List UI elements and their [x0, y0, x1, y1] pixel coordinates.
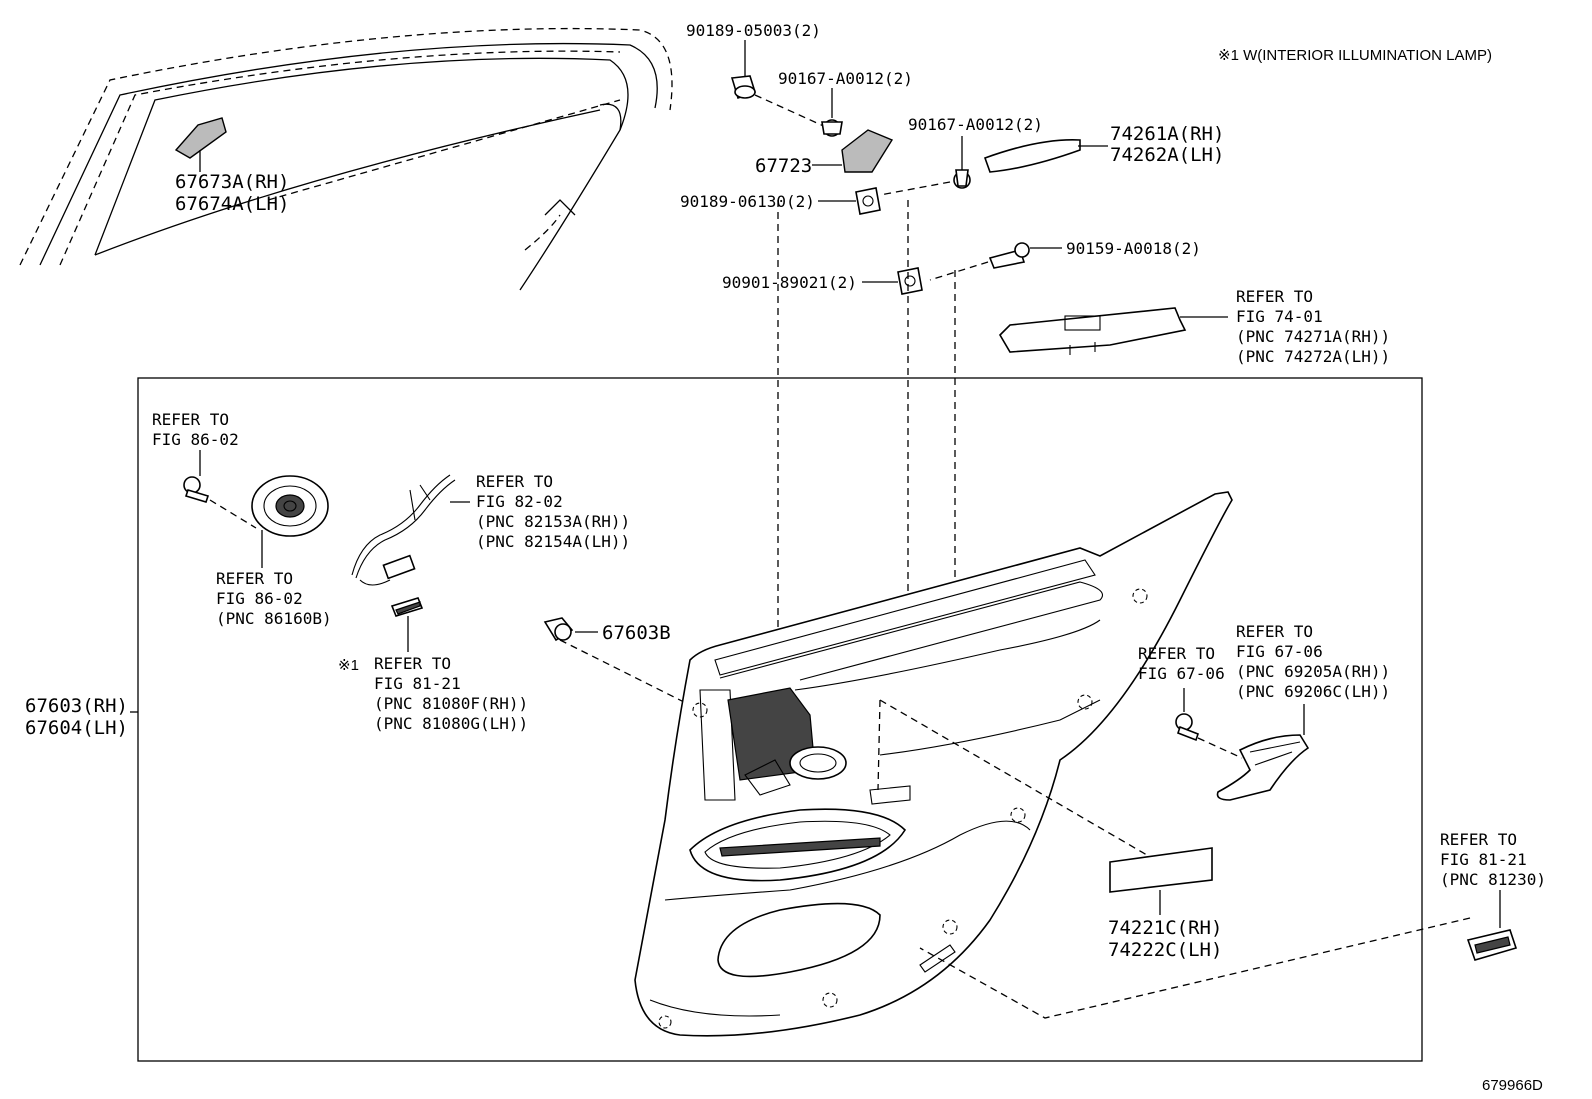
bracket-67723	[841, 129, 894, 173]
ref-fig-81-21-b: REFER TO FIG 81-21 (PNC 81230)	[1440, 830, 1546, 889]
screw-90167-a0012-a	[821, 119, 843, 137]
courtesy-lamp-81230	[1466, 929, 1518, 961]
pad-74221c	[1109, 847, 1213, 893]
labels: ※1 W(INTERIOR ILLUMINATION LAMP) 90189-0…	[25, 21, 1546, 1094]
label-74261a: 74261A(RH)	[1110, 123, 1224, 145]
handle-screw	[1175, 713, 1199, 742]
label-90901-89021: 90901-89021(2)	[722, 273, 857, 292]
ref-fig-86-02-b: REFER TO FIG 86-02 (PNC 86160B)	[216, 569, 332, 628]
interior-lamp-81080	[390, 597, 424, 617]
label-74221c: 74221C(RH)	[1108, 917, 1222, 939]
screw-90159-a0018	[988, 242, 1030, 269]
power-window-switch-panel	[998, 307, 1187, 355]
speaker-screw	[183, 476, 210, 503]
label-67723: 67723	[755, 155, 812, 177]
ref-mark-1: ※1	[338, 657, 359, 674]
trim-piece-67673a	[174, 117, 227, 159]
wire-harness	[351, 474, 456, 586]
label-90167-a0012-b: 90167-A0012(2)	[908, 115, 1043, 134]
nut-90901-89021	[897, 267, 923, 295]
ref-fig-67-06-a: REFER TO FIG 67-06	[1138, 644, 1225, 683]
label-67604: 67604(LH)	[25, 717, 128, 739]
main-assembly-box	[137, 377, 1423, 1062]
clip-67603b	[543, 617, 574, 642]
label-67674a: 67674A(LH)	[175, 193, 289, 215]
label-74222c: 74222C(LH)	[1108, 939, 1222, 961]
rear-door-frame-drawing	[19, 27, 673, 291]
ref-fig-82-02: REFER TO FIG 82-02 (PNC 82153A(RH)) (PNC…	[476, 472, 640, 551]
ref-fig-81-21-a: REFER TO FIG 81-21 (PNC 81080F(RH)) (PNC…	[374, 654, 538, 733]
screw-90167-a0012-b	[953, 169, 971, 189]
clip-90189-06130	[855, 187, 881, 215]
note-illumination-lamp: ※1 W(INTERIOR ILLUMINATION LAMP)	[1218, 47, 1492, 64]
ref-fig-67-06-b: REFER TO FIG 67-06 (PNC 69205A(RH)) (PNC…	[1236, 622, 1400, 701]
speaker-86160b	[251, 475, 329, 537]
door-trim-board	[634, 491, 1233, 1037]
ref-fig-74-01: REFER TO FIG 74-01 (PNC 74271A(RH)) (PNC…	[1236, 287, 1400, 366]
label-74262a: 74262A(LH)	[1110, 144, 1224, 166]
figure-code: 679966D	[1482, 1077, 1543, 1094]
label-67673a: 67673A(RH)	[175, 171, 289, 193]
trim-cover-74261a	[983, 139, 1081, 173]
label-67603: 67603(RH)	[25, 695, 128, 717]
label-90159-a0018: 90159-A0018(2)	[1066, 239, 1201, 258]
label-67603b: 67603B	[602, 622, 671, 644]
inside-handle	[1216, 734, 1310, 801]
clip-90189-05003	[730, 75, 756, 100]
label-90189-05003: 90189-05003(2)	[686, 21, 821, 40]
label-90167-a0012-a: 90167-A0012(2)	[778, 69, 913, 88]
ref-fig-86-02-a: REFER TO FIG 86-02	[152, 410, 239, 449]
label-90189-06130: 90189-06130(2)	[680, 192, 815, 211]
